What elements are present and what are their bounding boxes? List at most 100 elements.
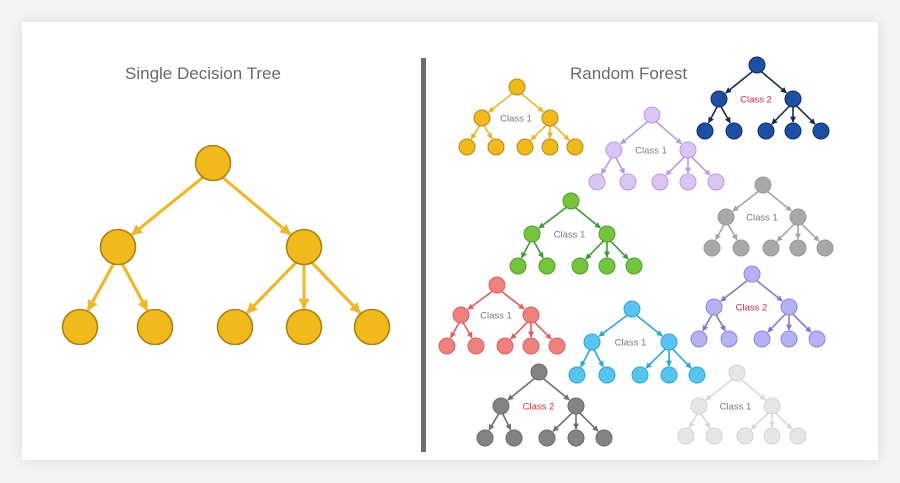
leaf-node bbox=[496, 337, 514, 355]
tree-edge bbox=[467, 288, 496, 310]
leaf-node bbox=[631, 366, 649, 384]
tree-edge bbox=[608, 238, 629, 260]
root-node bbox=[623, 300, 641, 318]
class-label: Class 1 bbox=[746, 213, 778, 224]
leaf-node bbox=[61, 308, 99, 346]
leaf-node bbox=[679, 173, 697, 191]
tree-edge bbox=[750, 410, 771, 430]
internal-node bbox=[452, 306, 470, 324]
leaf-node bbox=[541, 138, 559, 156]
internal-node bbox=[99, 228, 137, 266]
leaf-node bbox=[458, 138, 476, 156]
tree-edge bbox=[714, 313, 726, 332]
leaf-node bbox=[353, 308, 391, 346]
tree-edge bbox=[776, 221, 797, 242]
tree-edge bbox=[670, 346, 692, 369]
leaf-node bbox=[136, 308, 174, 346]
tree-edge bbox=[620, 119, 651, 145]
class-label: Class 1 bbox=[720, 402, 752, 413]
tree-edge bbox=[600, 155, 614, 175]
class-label: Class 1 bbox=[480, 311, 512, 322]
tree-edge bbox=[510, 319, 530, 340]
root-node bbox=[488, 276, 506, 294]
leaf-node bbox=[789, 239, 807, 257]
leaf-node bbox=[625, 257, 643, 275]
tree-edge bbox=[551, 122, 570, 141]
tree-edge bbox=[461, 321, 473, 339]
class-label: Class 1 bbox=[500, 114, 532, 125]
leaf-node bbox=[216, 308, 254, 346]
leaf-node bbox=[476, 429, 494, 447]
leaf-node bbox=[567, 429, 585, 447]
tree-edge bbox=[771, 103, 792, 125]
diagram-card bbox=[22, 22, 878, 460]
leaf-node bbox=[505, 429, 523, 447]
tree-edge bbox=[520, 240, 532, 259]
internal-node bbox=[717, 208, 735, 226]
leaf-node bbox=[812, 122, 830, 140]
leaf-node bbox=[725, 122, 743, 140]
tree-edge bbox=[715, 223, 726, 241]
root-node bbox=[508, 78, 526, 96]
tree-edge bbox=[580, 348, 592, 368]
tree-edge bbox=[585, 238, 606, 260]
root-node bbox=[748, 56, 766, 74]
tree-edge bbox=[552, 410, 575, 432]
leaf-node bbox=[720, 330, 738, 348]
root-node bbox=[728, 364, 746, 382]
forest-tree-lavender: Class 1 bbox=[588, 106, 725, 191]
tree-edge bbox=[633, 313, 663, 337]
leaf-node bbox=[677, 427, 695, 445]
tree-edge bbox=[689, 154, 711, 176]
tree-edge bbox=[119, 260, 149, 312]
class-label: Class 2 bbox=[736, 303, 768, 314]
forest-tree-dark-gray: Class 2 bbox=[476, 363, 613, 447]
tree-edge bbox=[518, 91, 544, 113]
leaf-node bbox=[438, 337, 456, 355]
forest-tree-gray: Class 1 bbox=[703, 176, 834, 257]
leaf-node bbox=[705, 427, 723, 445]
internal-node bbox=[660, 333, 678, 351]
leaf-node bbox=[808, 330, 826, 348]
tree-edge bbox=[725, 69, 756, 94]
internal-node bbox=[780, 298, 798, 316]
tree-edge bbox=[572, 205, 601, 229]
internal-node bbox=[567, 397, 585, 415]
tree-edge bbox=[540, 376, 570, 401]
tree-edge bbox=[538, 205, 570, 229]
internal-node bbox=[789, 208, 807, 226]
leaf-node bbox=[696, 122, 714, 140]
root-node bbox=[194, 144, 232, 182]
leaf-node bbox=[568, 366, 586, 384]
tree-edge bbox=[130, 172, 209, 236]
root-node bbox=[643, 106, 661, 124]
tree-edge bbox=[470, 123, 482, 140]
leaf-node bbox=[522, 337, 540, 355]
tree-edge bbox=[688, 412, 699, 429]
internal-node bbox=[705, 298, 723, 316]
leaf-node bbox=[538, 429, 556, 447]
forest-tree-sky: Class 1 bbox=[568, 300, 706, 384]
leaf-node bbox=[595, 429, 613, 447]
leaf-node bbox=[598, 257, 616, 275]
leaf-node bbox=[784, 122, 802, 140]
leaf-node bbox=[789, 427, 807, 445]
tree-edge bbox=[799, 221, 820, 242]
leaf-node bbox=[285, 308, 323, 346]
leaf-node bbox=[598, 366, 616, 384]
tree-edge bbox=[773, 410, 793, 430]
forest-tree-green: Class 1 bbox=[509, 192, 643, 275]
tree-edge bbox=[758, 69, 787, 94]
tree-edge bbox=[488, 91, 516, 113]
tree-edge bbox=[645, 346, 668, 369]
leaf-node bbox=[467, 337, 485, 355]
internal-node bbox=[583, 333, 601, 351]
single-tree-title: Single Decision Tree bbox=[125, 64, 281, 83]
internal-node bbox=[605, 141, 623, 159]
tree-edge bbox=[577, 410, 599, 432]
tree-edge bbox=[450, 321, 461, 339]
internal-node bbox=[541, 109, 559, 127]
internal-node bbox=[473, 109, 491, 127]
tree-edge bbox=[753, 278, 783, 302]
tree-edge bbox=[720, 278, 751, 302]
